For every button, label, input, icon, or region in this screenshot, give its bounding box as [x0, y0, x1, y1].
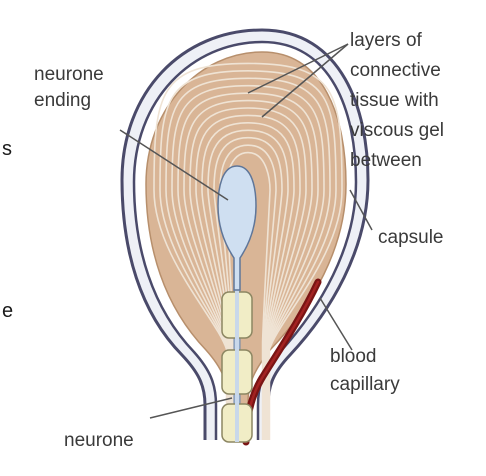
label-connective-line-2: connective — [350, 60, 441, 81]
label-neurone-ending: neurone ending — [34, 64, 104, 111]
axon-core — [235, 218, 239, 442]
leader-lines — [119, 43, 373, 419]
lamella-ring-4 — [171, 84, 325, 440]
lamella-ring-1 — [153, 62, 343, 440]
leader-layers-1 — [247, 43, 349, 94]
label-neurone: neurone — [64, 430, 134, 451]
lamella-ring-11 — [213, 136, 283, 440]
label-connective-line-3: tissue with — [350, 90, 439, 111]
label-capsule: capsule — [378, 227, 444, 248]
lamella-ring-12 — [219, 144, 277, 440]
lamella-ring-8 — [195, 114, 301, 440]
lamella-ring-2 — [159, 70, 337, 440]
leader-neurone-ending — [119, 129, 229, 201]
label-connective-line-5: between — [350, 150, 422, 171]
edge-fragment-e: e — [2, 300, 13, 322]
lamella-ring-7 — [189, 107, 307, 440]
lamella-ring-10 — [207, 129, 289, 440]
label-neurone-ending-line-2: ending — [34, 90, 91, 111]
lamella-ring-13 — [225, 151, 271, 440]
label-connective-line-4: viscous gel — [350, 120, 444, 141]
leader-blood-capillary — [319, 297, 353, 351]
label-blood-capillary-line-1: blood — [330, 346, 377, 367]
leader-layers-2 — [261, 43, 349, 118]
label-connective-line-1: layers of — [350, 30, 423, 51]
label-neurone-ending-line-1: neurone — [34, 64, 104, 85]
leader-neurone — [149, 397, 233, 419]
label-blood-capillary-line-2: capillary — [330, 374, 400, 395]
label-blood-capillary: blood capillary — [330, 346, 400, 395]
lamella-ring-5 — [177, 92, 319, 440]
leader-capsule — [349, 189, 373, 231]
lamella-ring-6 — [183, 99, 313, 440]
label-connective-tissue: layers of connective tissue with viscous… — [350, 30, 444, 171]
lamella-ring-3 — [165, 77, 331, 440]
edge-fragment-s: s — [2, 138, 12, 160]
lamella-ring-9 — [201, 122, 295, 440]
